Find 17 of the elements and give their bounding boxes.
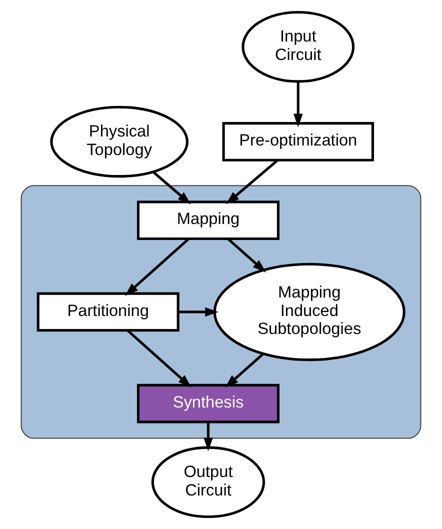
arrow (227, 238, 266, 272)
node-ellipse: Physical Topology (50, 106, 188, 178)
node-box: Partitioning (36, 292, 180, 332)
arrow (127, 330, 192, 388)
node-ellipse: Input Circuit (242, 10, 355, 83)
node-box: Synthesis (136, 384, 280, 424)
node-ellipse: Mapping Induced Subtopologies (213, 262, 406, 362)
arrow (124, 238, 190, 296)
arrow (204, 422, 213, 452)
node-box: Mapping (136, 200, 280, 240)
node-box: Pre-optimization (222, 122, 374, 162)
arrow (225, 352, 264, 388)
arrow (226, 159, 279, 204)
arrow (178, 307, 218, 317)
arrow (293, 82, 303, 128)
node-ellipse: Output Circuit (151, 446, 266, 518)
arrow (152, 171, 191, 204)
